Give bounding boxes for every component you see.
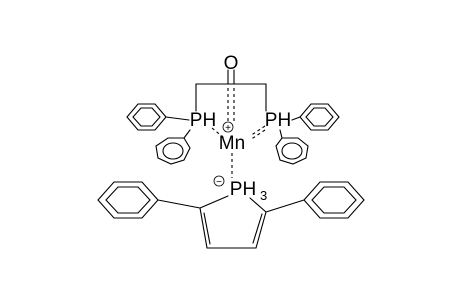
- phenyl-ring-right-upper: [291, 103, 340, 131]
- phosphole-H-count: 3: [260, 188, 267, 203]
- oxygen-label: O: [224, 53, 239, 74]
- phenyl-ring-phosphole-right: [265, 181, 365, 219]
- manganese-label: Mn: [219, 133, 245, 154]
- phosphole-charge: −: [216, 177, 222, 188]
- phosphole-ring: [199, 195, 267, 249]
- left-phosphine-label: PH: [190, 110, 216, 131]
- phosphole-charge-ring: [213, 175, 225, 187]
- carbonyl-backbone: [195, 69, 267, 124]
- manganese-charge: +: [225, 123, 231, 134]
- phenyl-ring-right-lower: [275, 129, 309, 165]
- right-phosphine-label: PH: [265, 110, 291, 131]
- left-P-Mn-bond: [211, 127, 225, 139]
- phenyl-ring-left-upper: [126, 103, 190, 131]
- phenyl-ring-left-lower: [155, 129, 191, 165]
- right-P-Mn-bond-b: [249, 129, 266, 141]
- phenyl-ring-phosphole-left: [97, 181, 201, 219]
- manganese-charge-ring: [222, 121, 234, 133]
- phosphole-P-label: PH: [230, 179, 256, 200]
